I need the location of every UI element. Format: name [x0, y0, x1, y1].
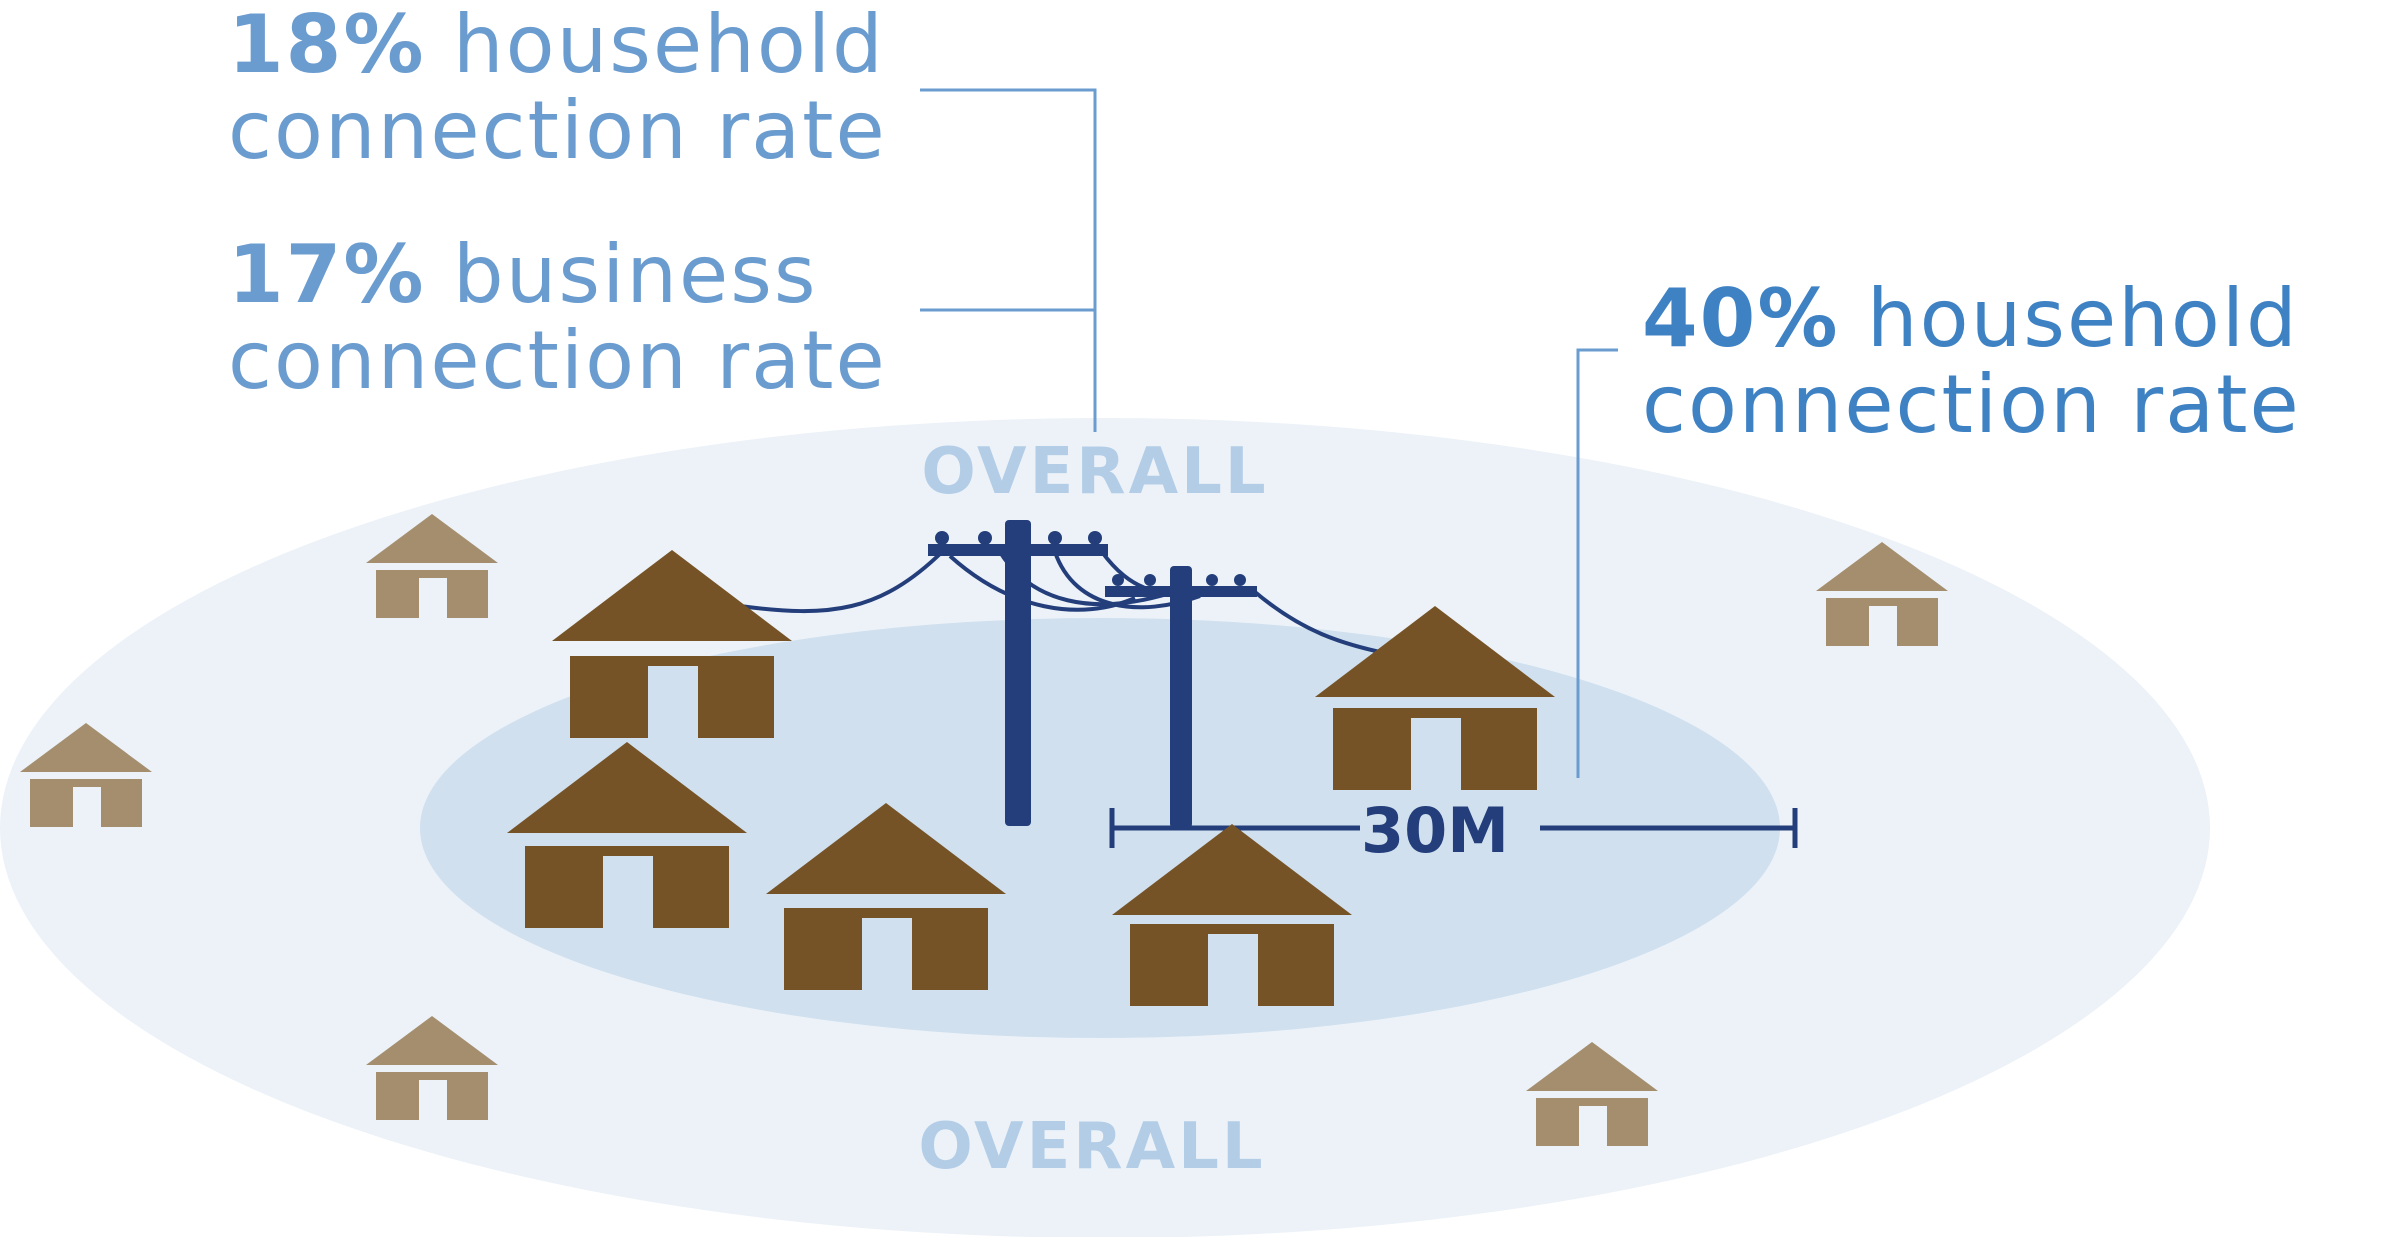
far-houses [20, 514, 1948, 1146]
house-icon [366, 514, 498, 618]
household-near-grid-stat: 40% household connection rate [1642, 276, 2301, 448]
business-overall-label-line2: connection rate [228, 314, 887, 407]
overall-label-bottom: OVERALL [918, 1110, 1265, 1184]
household-near-grid-label-line2: connection rate [1642, 358, 2301, 451]
household-near-grid-value: 40% [1642, 272, 1840, 365]
business-overall-value: 17% [228, 228, 426, 321]
house-icon [766, 803, 1006, 990]
house-icon [1112, 824, 1352, 1006]
house-icon [507, 742, 747, 928]
house-icon [552, 550, 792, 738]
utility-pole-icon [1105, 566, 1257, 828]
house-icon [1315, 606, 1555, 790]
house-icon [366, 1016, 498, 1120]
house-icon [20, 723, 152, 827]
business-overall-label-line1: business [452, 228, 818, 321]
household-overall-value: 18% [228, 0, 426, 91]
near-houses [507, 550, 1555, 1006]
business-overall-stat: 17% business connection rate [228, 232, 887, 404]
house-icon [1816, 542, 1948, 646]
callout-bracket-right [1576, 348, 1618, 778]
household-near-grid-label-line1: household [1866, 272, 2299, 365]
house-icon [1526, 1042, 1658, 1146]
power-poles [928, 520, 1257, 828]
overall-label-top: OVERALL [921, 435, 1268, 509]
distance-label: 30M [1361, 794, 1509, 867]
utility-pole-icon [928, 520, 1108, 826]
callout-bracket-left [920, 88, 1097, 432]
household-overall-label-line2: connection rate [228, 84, 887, 177]
household-overall-stat: 18% household connection rate [228, 2, 887, 174]
household-overall-label-line1: household [452, 0, 885, 91]
